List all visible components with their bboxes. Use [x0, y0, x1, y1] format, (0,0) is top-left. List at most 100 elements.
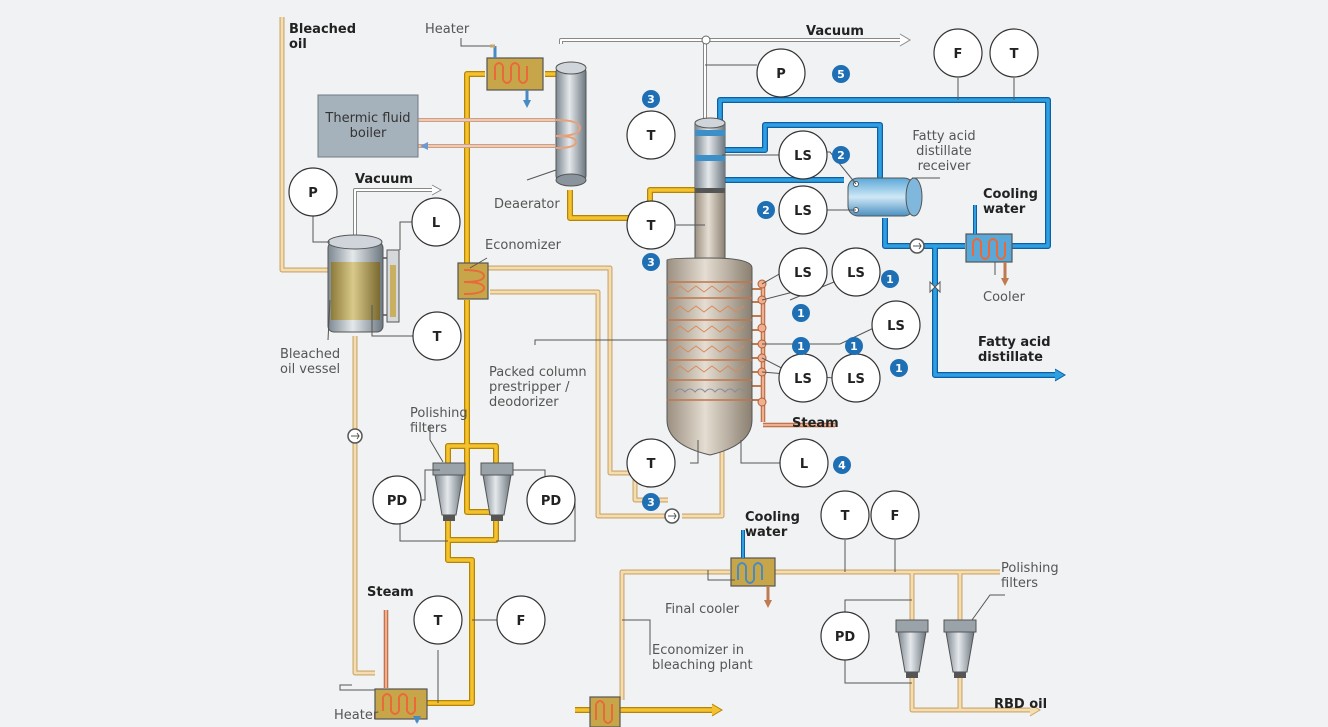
- svg-text:PD: PD: [387, 494, 408, 509]
- instrument-T-9[interactable]: T: [626, 200, 676, 250]
- svg-text:3: 3: [647, 93, 655, 106]
- instrument-T-4[interactable]: T: [626, 110, 676, 160]
- badge-6: 1: [881, 270, 899, 288]
- svg-text:F: F: [954, 47, 963, 62]
- svg-text:P: P: [776, 67, 786, 82]
- svg-text:LS: LS: [794, 204, 812, 219]
- final-cooler: [730, 530, 776, 608]
- svg-text:5: 5: [837, 68, 845, 81]
- instrument-LS-14[interactable]: LS: [778, 353, 828, 403]
- svg-text:2: 2: [762, 204, 770, 217]
- water-lines: [717, 97, 1066, 382]
- cooler-label: Cooler: [983, 290, 1026, 305]
- steam-left-label: Steam: [367, 585, 414, 600]
- economizer: [457, 262, 489, 300]
- instrument-L-8[interactable]: L: [411, 197, 461, 247]
- badge-12: 3: [642, 493, 660, 511]
- fatty-acid-receiver: [847, 177, 923, 217]
- svg-text:T: T: [433, 330, 442, 345]
- instrument-T-2[interactable]: T: [989, 28, 1039, 78]
- svg-text:1: 1: [797, 340, 805, 353]
- heater-top-label: Heater: [425, 22, 470, 37]
- badge-4: 2: [757, 201, 775, 219]
- cooler-top: [965, 205, 1013, 286]
- svg-text:T: T: [647, 457, 656, 472]
- instrument-T-16[interactable]: T: [626, 438, 676, 488]
- number-badges: 3 5 2 2 3 1 1 1 1 1 4 3: [642, 65, 908, 511]
- badge-8: 1: [792, 337, 810, 355]
- svg-text:PD: PD: [541, 494, 562, 509]
- instrument-LS-12[interactable]: LS: [831, 247, 881, 297]
- svg-text:LS: LS: [794, 149, 812, 164]
- deaerator: [555, 61, 587, 187]
- instrument-LS-13[interactable]: LS: [871, 300, 921, 350]
- badge-5: 3: [642, 253, 660, 271]
- instrument-T-20[interactable]: T: [413, 595, 463, 645]
- instrument-P-3[interactable]: P: [756, 48, 806, 98]
- instrument-L-17[interactable]: L: [779, 438, 829, 488]
- instrument-F-23[interactable]: F: [870, 490, 920, 540]
- instrument-LS-15[interactable]: LS: [831, 353, 881, 403]
- crude-oil-lines: [279, 17, 1041, 717]
- svg-text:LS: LS: [794, 372, 812, 387]
- bleached-oil-vessel: [327, 234, 400, 333]
- instrument-P-7[interactable]: P: [288, 167, 338, 217]
- deaerator-label: Deaerator: [494, 197, 560, 212]
- economizer-label: Economizer: [485, 238, 562, 253]
- instrument-PD-24[interactable]: PD: [820, 611, 870, 661]
- thermic-fluid-boiler: [317, 94, 419, 158]
- svg-text:3: 3: [647, 256, 655, 269]
- svg-text:3: 3: [647, 496, 655, 509]
- badge-9: 1: [845, 337, 863, 355]
- svg-text:L: L: [800, 457, 808, 472]
- instrument-T-10[interactable]: T: [412, 311, 462, 361]
- badge-11: 4: [833, 456, 851, 474]
- instrument-PD-19[interactable]: PD: [526, 475, 576, 525]
- heater-bottom: [374, 688, 428, 724]
- svg-text:LS: LS: [847, 266, 865, 281]
- svg-text:T: T: [841, 509, 850, 524]
- instrument-LS-6[interactable]: LS: [778, 185, 828, 235]
- svg-text:LS: LS: [794, 266, 812, 281]
- packed-column: [666, 117, 753, 456]
- badge-2: 5: [832, 65, 850, 83]
- final-cooler-label: Final cooler: [665, 602, 740, 617]
- instrument-bubbles: F T P T LS LS P L T T LS LS LS LS LS T L…: [288, 28, 1039, 661]
- vacuum-lines: [353, 33, 911, 237]
- economizer-bleaching: [589, 696, 621, 727]
- instrument-F-21[interactable]: F: [496, 595, 546, 645]
- heater-top: [486, 44, 544, 108]
- svg-text:T: T: [1010, 47, 1019, 62]
- svg-text:P: P: [308, 186, 318, 201]
- instrument-F-1[interactable]: F: [933, 28, 983, 78]
- badge-1: 3: [642, 90, 660, 108]
- instrument-PD-18[interactable]: PD: [372, 475, 422, 525]
- svg-text:2: 2: [837, 149, 845, 162]
- badge-3: 2: [832, 146, 850, 164]
- svg-text:1: 1: [797, 307, 805, 320]
- vacuum-top-label: Vacuum: [806, 24, 864, 39]
- badge-7: 1: [792, 304, 810, 322]
- instrument-LS-5[interactable]: LS: [778, 130, 828, 180]
- instrument-LS-11[interactable]: LS: [778, 247, 828, 297]
- rbd-oil-label: RBD oil: [994, 697, 1047, 712]
- svg-text:T: T: [647, 219, 656, 234]
- heater-bottom-label: Heater: [334, 708, 379, 723]
- svg-text:T: T: [434, 614, 443, 629]
- svg-text:4: 4: [838, 459, 846, 472]
- polishing-filters-right: [895, 619, 977, 678]
- instrument-T-22[interactable]: T: [820, 490, 870, 540]
- svg-text:1: 1: [886, 273, 894, 286]
- svg-text:F: F: [891, 509, 900, 524]
